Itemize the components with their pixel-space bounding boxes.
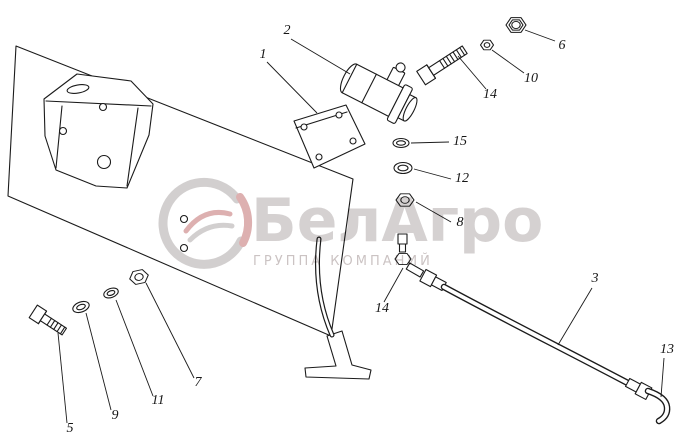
watermark-brand: БелАгро bbox=[251, 186, 543, 256]
watermark-logo bbox=[158, 177, 253, 269]
callout-10-label: 10 bbox=[524, 71, 538, 86]
part-5-bolt bbox=[28, 304, 68, 336]
callout-3: 3 bbox=[557, 271, 599, 346]
part-3-hose bbox=[419, 268, 653, 400]
callout-12: 12 bbox=[413, 168, 469, 186]
callout-14-fitting-label: 14 bbox=[375, 301, 389, 316]
part-11-washer bbox=[103, 287, 119, 299]
callout-5: 5 bbox=[57, 332, 74, 436]
part-7-nut bbox=[129, 269, 149, 285]
callout-3-label: 3 bbox=[591, 271, 599, 286]
part-13-elbow bbox=[644, 387, 671, 425]
callout-14-bolt: 14 bbox=[457, 55, 497, 102]
panel-bottom-flange bbox=[304, 330, 372, 380]
part-14-fitting bbox=[394, 233, 425, 278]
callout-8-label: 8 bbox=[457, 215, 464, 230]
part-8-nut bbox=[395, 193, 415, 207]
bracket-hole bbox=[98, 102, 108, 112]
callouts: 1 2 14 10 6 15 12 8 bbox=[57, 23, 674, 436]
watermark: БелАгро ГРУППА КОМПАНИЙ bbox=[158, 177, 543, 269]
callout-15-label: 15 bbox=[453, 134, 467, 149]
bracket bbox=[43, 73, 154, 189]
callout-11: 11 bbox=[115, 299, 165, 408]
bracket-hole bbox=[96, 154, 112, 170]
callout-7-label: 7 bbox=[195, 375, 203, 390]
part-10-nut bbox=[479, 39, 495, 51]
part-6-nut bbox=[505, 17, 527, 33]
panel-pipe bbox=[315, 236, 335, 338]
callout-5-label: 5 bbox=[67, 421, 74, 436]
callout-10: 10 bbox=[491, 49, 538, 86]
callout-12-label: 12 bbox=[455, 171, 469, 186]
callout-14-fitting: 14 bbox=[375, 267, 404, 316]
watermark-subtitle: ГРУППА КОМПАНИЙ bbox=[253, 253, 433, 269]
callout-9-label: 9 bbox=[112, 408, 119, 423]
callout-11-label: 11 bbox=[152, 393, 165, 408]
part-2-valve bbox=[339, 62, 418, 124]
callout-2-label: 2 bbox=[284, 23, 291, 38]
callout-8: 8 bbox=[415, 201, 464, 230]
part-14-bolt bbox=[416, 45, 468, 86]
part-12-washer bbox=[393, 161, 413, 175]
callout-7: 7 bbox=[145, 282, 203, 390]
callout-13: 13 bbox=[660, 342, 674, 398]
part-9-washer bbox=[72, 300, 90, 314]
callout-6-label: 6 bbox=[559, 38, 566, 53]
panel-hole bbox=[179, 243, 189, 253]
callout-2: 2 bbox=[284, 23, 351, 75]
part-1-plate bbox=[293, 104, 366, 169]
callout-15: 15 bbox=[410, 134, 467, 149]
bracket-hole bbox=[58, 126, 68, 136]
callout-13-label: 13 bbox=[660, 342, 674, 357]
callout-9: 9 bbox=[85, 312, 119, 423]
panel-hole bbox=[179, 214, 189, 224]
bracket-slot bbox=[66, 84, 90, 94]
part-15-washer bbox=[392, 137, 410, 149]
callout-1-label: 1 bbox=[260, 47, 267, 62]
callout-6: 6 bbox=[524, 29, 566, 53]
callout-1: 1 bbox=[260, 47, 318, 114]
callout-14-bolt-label: 14 bbox=[483, 87, 497, 102]
